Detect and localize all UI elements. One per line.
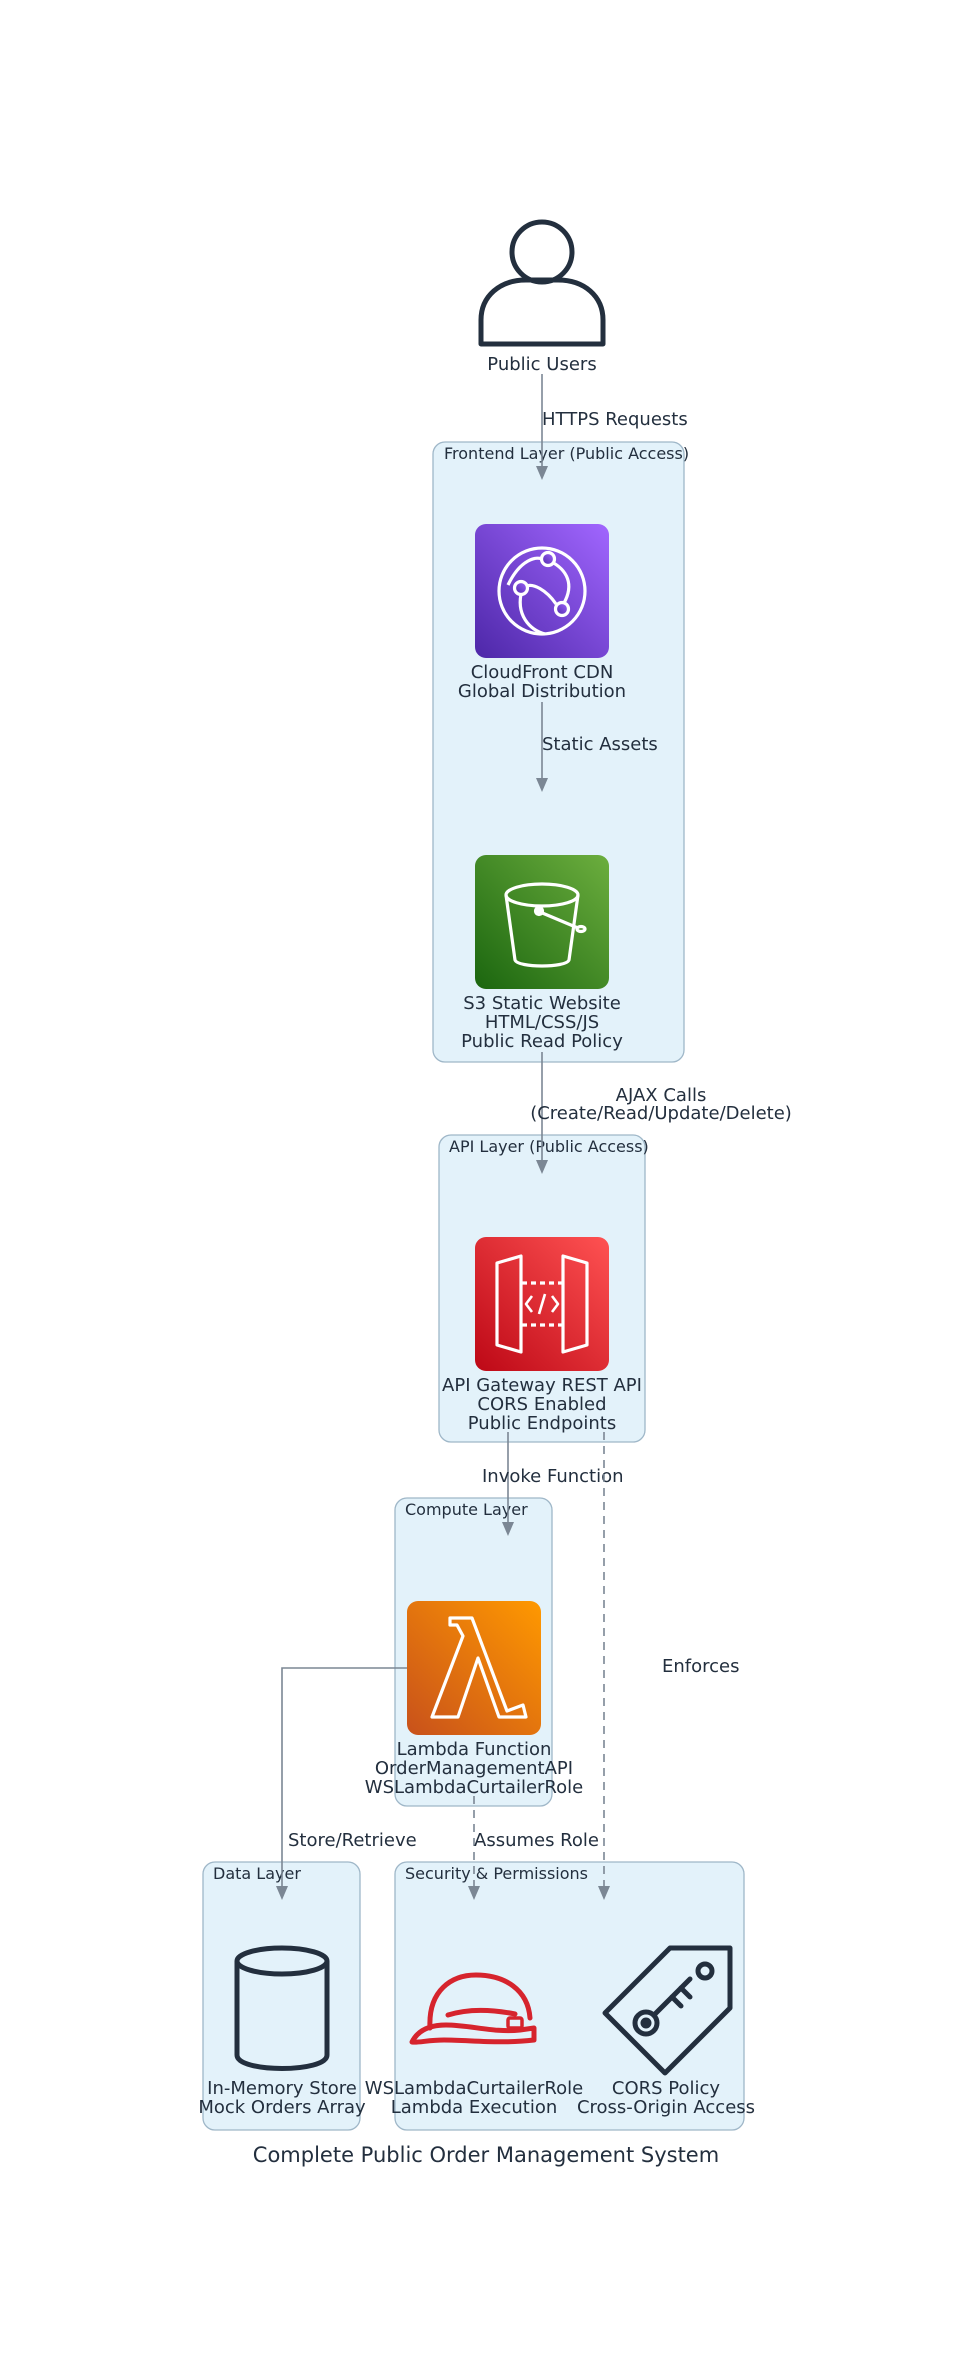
node-label: Public Read Policy bbox=[461, 1031, 623, 1052]
node-label: HTML/CSS/JS bbox=[485, 1012, 599, 1033]
api-gateway-icon bbox=[495, 1254, 589, 1354]
s3-bucket-icon bbox=[504, 882, 587, 968]
edge-store-retrieve: Store/Retrieve bbox=[276, 1667, 417, 1900]
edge-label: AJAX Calls bbox=[616, 1085, 707, 1106]
node-label: WSLambdaCurtailerRole bbox=[365, 1777, 583, 1798]
cluster-label: Compute Layer bbox=[405, 1500, 528, 1519]
cluster-label: Security & Permissions bbox=[405, 1864, 588, 1883]
node-label: S3 Static Website bbox=[463, 993, 621, 1014]
node-label: Public Users bbox=[487, 354, 596, 375]
node-label: CORS Enabled bbox=[477, 1394, 606, 1415]
edge-label: Store/Retrieve bbox=[288, 1830, 417, 1851]
node-label: Mock Orders Array bbox=[198, 2097, 366, 2118]
edge-label: Static Assets bbox=[542, 734, 658, 755]
edge-enforces: Enforces bbox=[598, 1432, 739, 1900]
edge-label: Enforces bbox=[662, 1656, 739, 1677]
edge-https-requests: HTTPS Requests bbox=[536, 374, 688, 480]
edge-label: Assumes Role bbox=[474, 1830, 599, 1851]
node-lambda-function[interactable]: Lambda Function OrderManagementAPI WSLam… bbox=[365, 1601, 583, 1798]
node-cloudfront[interactable]: CloudFront CDN Global Distribution bbox=[458, 524, 626, 702]
node-label: Cross-Origin Access bbox=[577, 2097, 755, 2118]
node-s3-static-website[interactable]: S3 Static Website HTML/CSS/JS Public Rea… bbox=[461, 855, 623, 1052]
node-in-memory-store[interactable]: In-Memory Store Mock Orders Array bbox=[198, 1945, 366, 2118]
edge-assumes-role: Assumes Role bbox=[468, 1796, 599, 1900]
database-icon bbox=[234, 1945, 330, 2071]
node-label: CloudFront CDN bbox=[471, 662, 614, 683]
tag-key-icon bbox=[602, 1945, 733, 2076]
cloudfront-icon bbox=[497, 546, 587, 636]
node-label: Lambda Function bbox=[397, 1739, 552, 1760]
diagram-title: Complete Public Order Management System bbox=[253, 2143, 719, 2167]
node-public-users[interactable]: Public Users bbox=[478, 219, 606, 375]
edge-static-assets: Static Assets bbox=[536, 702, 658, 792]
cluster-label: API Layer (Public Access) bbox=[449, 1137, 649, 1156]
edge-ajax-calls: AJAX Calls (Create/Read/Update/Delete) bbox=[530, 1052, 792, 1174]
node-label: Global Distribution bbox=[458, 681, 626, 702]
cluster-label: Frontend Layer (Public Access) bbox=[444, 444, 689, 463]
cluster-label: Data Layer bbox=[213, 1864, 301, 1883]
edge-label: HTTPS Requests bbox=[542, 409, 688, 430]
node-label: In-Memory Store bbox=[207, 2078, 357, 2099]
node-label: Lambda Execution bbox=[391, 2097, 558, 2118]
node-label: CORS Policy bbox=[612, 2078, 721, 2099]
node-label: WSLambdaCurtailerRole bbox=[365, 2078, 583, 2099]
node-label: Public Endpoints bbox=[468, 1413, 616, 1434]
node-iam-role[interactable]: WSLambdaCurtailerRole Lambda Execution bbox=[365, 1972, 583, 2118]
node-cors-policy[interactable]: CORS Policy Cross-Origin Access bbox=[577, 1945, 755, 2118]
edge-label: (Create/Read/Update/Delete) bbox=[530, 1103, 792, 1124]
node-api-gateway[interactable]: API Gateway REST API CORS Enabled Public… bbox=[442, 1237, 642, 1434]
edge-invoke-function: Invoke Function bbox=[482, 1432, 624, 1536]
user-icon bbox=[478, 219, 606, 347]
lambda-icon bbox=[430, 1616, 528, 1719]
s3-icon-tile bbox=[475, 855, 609, 989]
iam-role-helmet-icon bbox=[409, 1972, 537, 2045]
node-label: OrderManagementAPI bbox=[375, 1758, 573, 1779]
edge-label: Invoke Function bbox=[482, 1466, 624, 1487]
node-label: API Gateway REST API bbox=[442, 1375, 642, 1396]
